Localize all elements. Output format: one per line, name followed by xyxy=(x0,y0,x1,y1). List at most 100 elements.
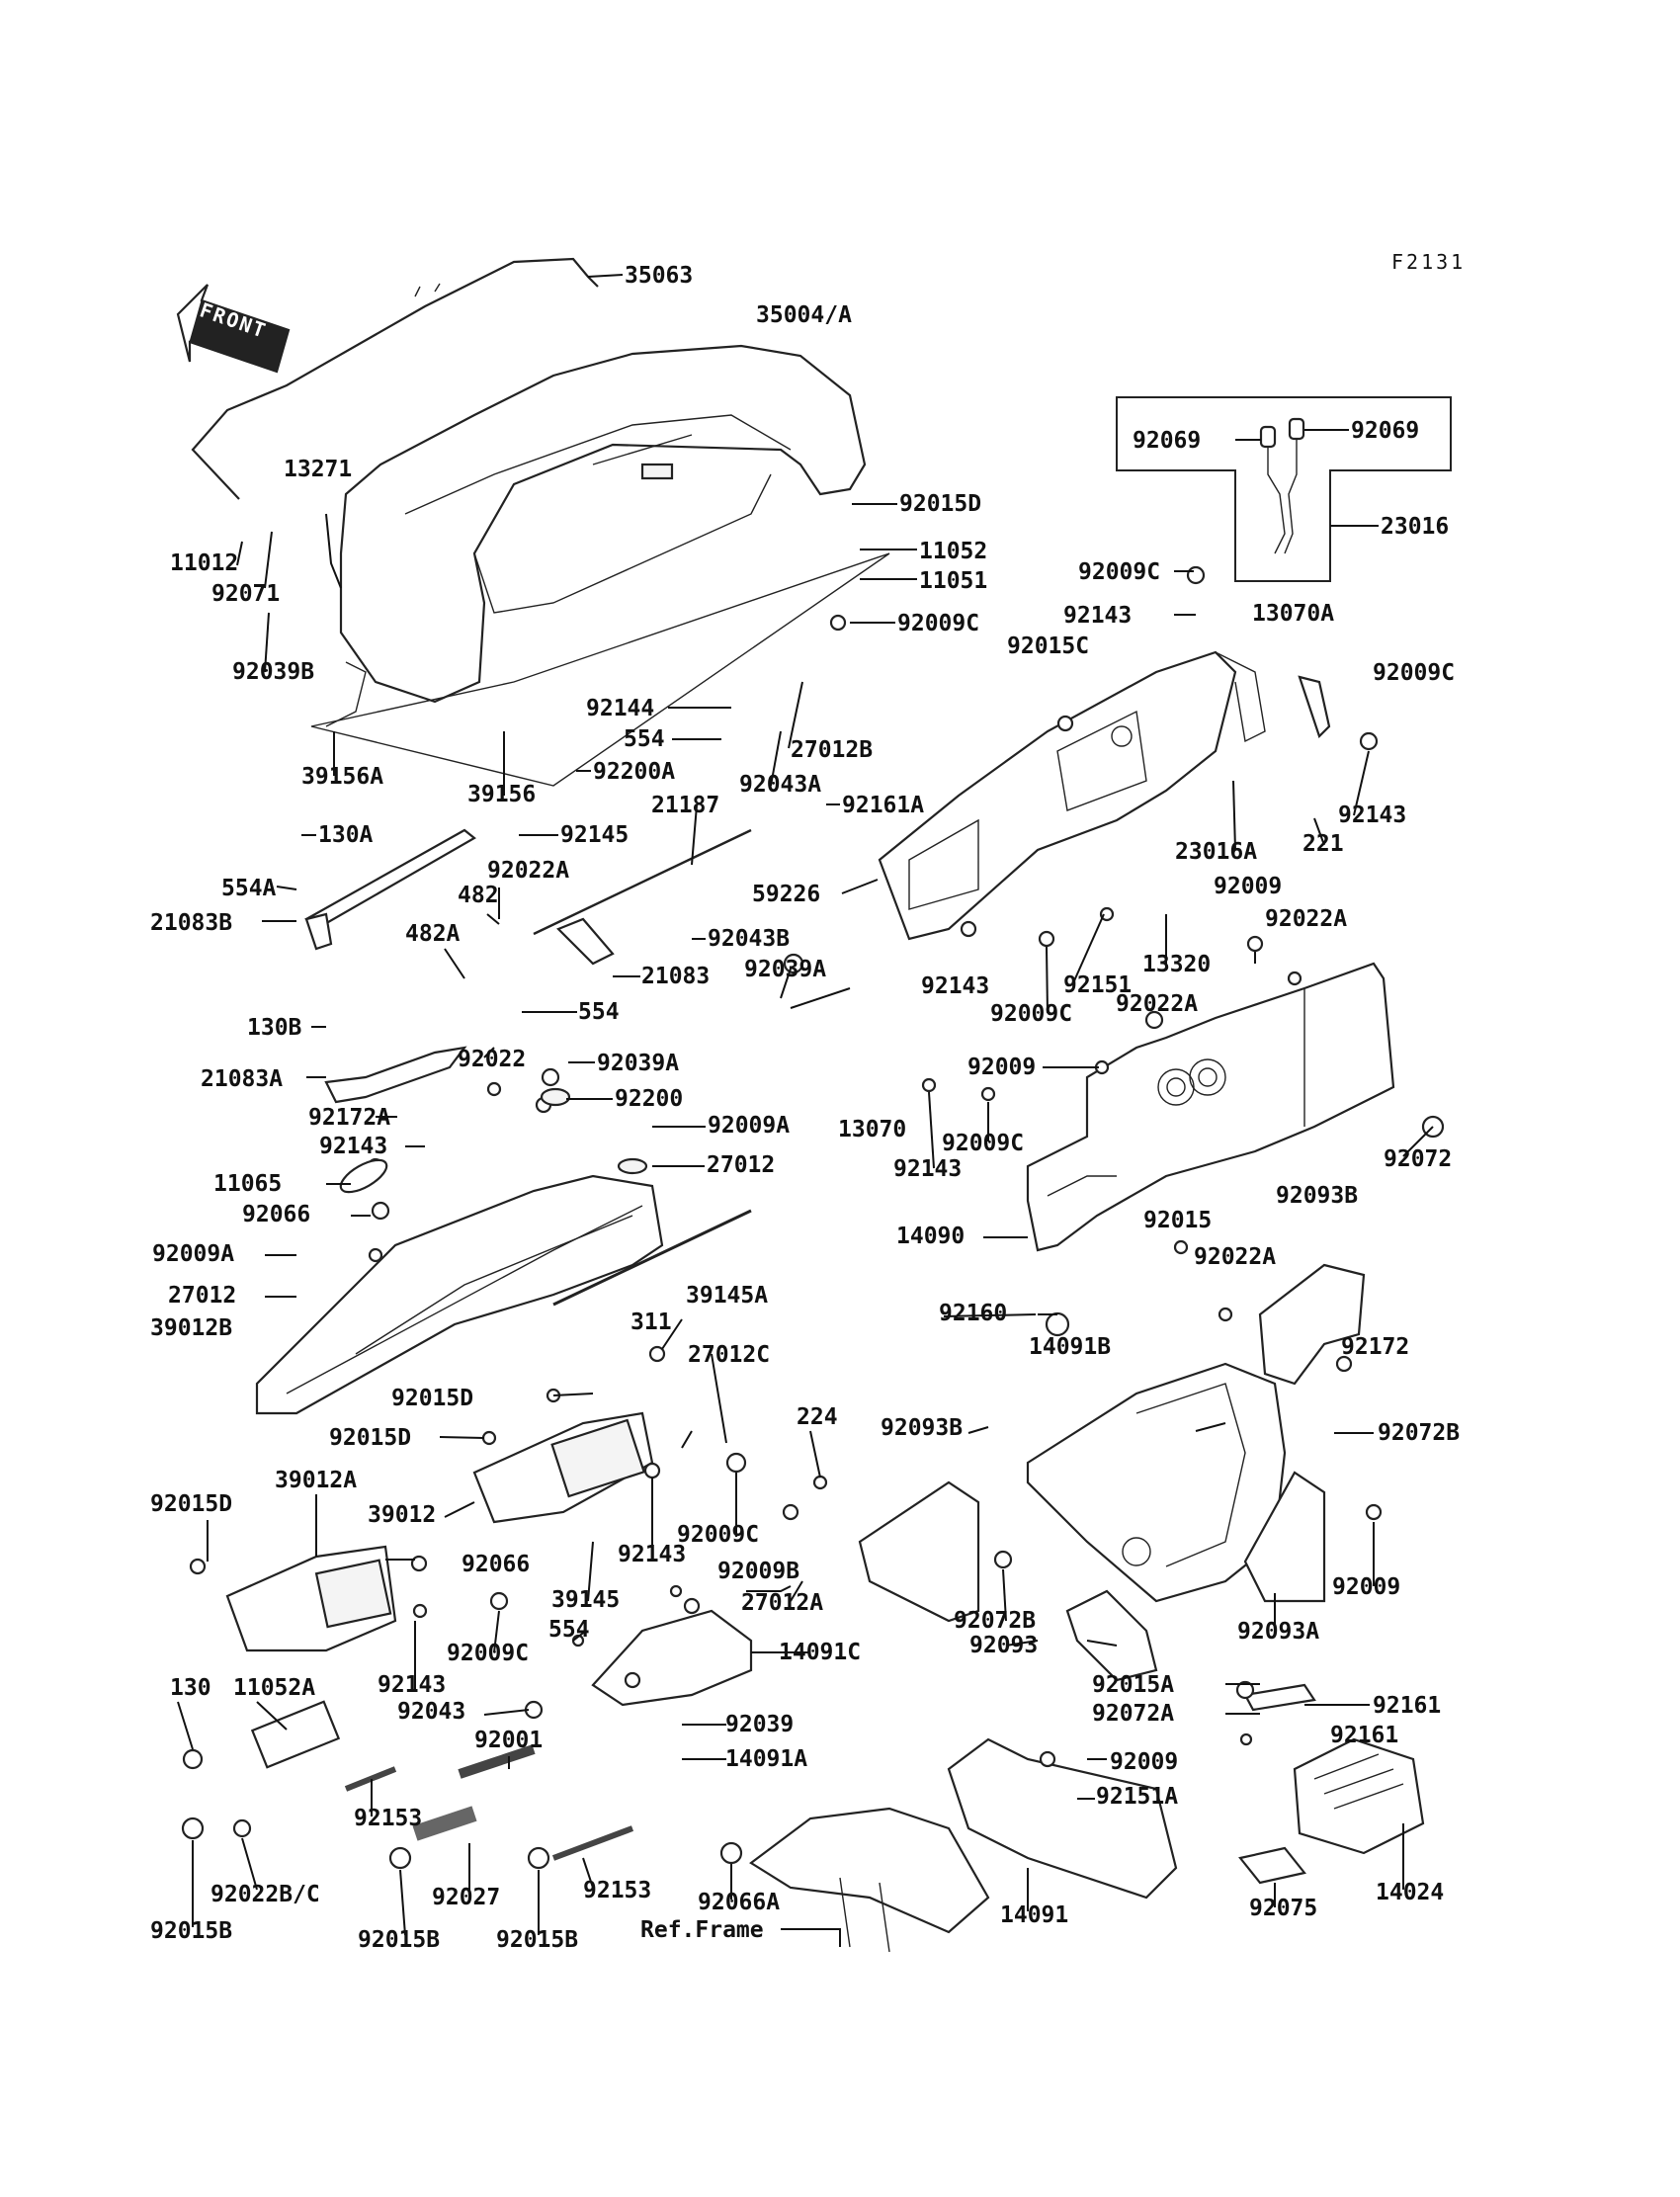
part-label-92022a-3: 92022A xyxy=(1116,991,1198,1017)
panel-92093b-right xyxy=(1258,1263,1366,1386)
part-label-92143-4: 92143 xyxy=(319,1134,387,1159)
ref-frame-shape xyxy=(749,1807,990,1953)
floor-panel xyxy=(310,552,890,787)
part-label-92039a-1: 92039A xyxy=(744,957,826,982)
pad-11065 xyxy=(339,1158,388,1194)
part-label-92161-1: 92161 xyxy=(1373,1693,1441,1719)
part-label-554-2: 554 xyxy=(578,999,620,1025)
part-label-21187: 21187 xyxy=(651,793,719,818)
part-label-92066-2: 92066 xyxy=(462,1552,530,1577)
part-label-27012-1: 27012 xyxy=(707,1152,775,1178)
rod-35063 xyxy=(191,257,599,500)
part-label-92015: 92015 xyxy=(1143,1208,1212,1233)
grommet-92200 xyxy=(540,1087,571,1107)
part-label-13070a: 13070A xyxy=(1252,601,1334,627)
part-label-39156a: 39156A xyxy=(301,764,383,790)
panel-92093b-left xyxy=(858,1480,980,1623)
part-label-311: 311 xyxy=(630,1310,672,1335)
part-label-92172a: 92172A xyxy=(308,1105,390,1131)
part-label-14091: 14091 xyxy=(1000,1902,1068,1928)
part-label-11065: 11065 xyxy=(213,1171,282,1197)
part-label-92009-3: 92009 xyxy=(1332,1574,1400,1600)
part-label-482: 482 xyxy=(458,883,499,908)
part-label-92161a: 92161A xyxy=(842,793,924,818)
part-label-11012: 11012 xyxy=(170,550,238,576)
part-label-92153-1: 92153 xyxy=(354,1806,422,1831)
part-label-39012a: 39012A xyxy=(275,1468,357,1493)
part-label-13070: 13070 xyxy=(838,1117,906,1142)
part-label-221: 221 xyxy=(1302,831,1344,857)
part-label-92015d-1: 92015D xyxy=(899,491,981,517)
part-label-39012b: 39012B xyxy=(150,1315,232,1341)
tray-39012b xyxy=(255,1174,752,1415)
part-label-92022a-1: 92022A xyxy=(487,858,569,884)
part-label-92143-7: 92143 xyxy=(378,1672,446,1698)
bracket-13070a xyxy=(1298,675,1331,739)
part-label-92001: 92001 xyxy=(474,1728,543,1753)
part-label-92009b: 92009B xyxy=(717,1559,799,1584)
part-label-92200: 92200 xyxy=(615,1086,683,1112)
part-label-130: 130 xyxy=(170,1675,211,1701)
part-label-92143-5: 92143 xyxy=(893,1156,962,1182)
shield-39012 xyxy=(472,1411,654,1524)
part-label-11052a: 11052A xyxy=(233,1675,315,1701)
part-label-92160: 92160 xyxy=(939,1301,1007,1326)
part-label-92022bc: 92022B/C xyxy=(210,1882,320,1907)
part-label-92143-1: 92143 xyxy=(1063,603,1132,629)
tray-14091c xyxy=(591,1609,753,1707)
part-label-92022a-4: 92022A xyxy=(1194,1244,1276,1270)
part-label-92069-r: 92069 xyxy=(1351,418,1419,444)
part-label-27012c: 27012C xyxy=(688,1342,770,1368)
part-label-39145: 39145 xyxy=(551,1587,620,1613)
part-label-92144: 92144 xyxy=(586,696,654,721)
part-label-92043: 92043 xyxy=(397,1699,465,1725)
part-label-11052: 11052 xyxy=(919,539,987,564)
part-label-14091c: 14091C xyxy=(779,1640,861,1665)
frame-14090 xyxy=(1026,962,1395,1252)
part-label-92153-2: 92153 xyxy=(583,1878,651,1903)
part-label-92009c-7: 92009C xyxy=(447,1641,529,1666)
part-label-13320: 13320 xyxy=(1142,952,1211,977)
plate-14091 xyxy=(947,1737,1178,1900)
part-label-92093b-2: 92093B xyxy=(881,1415,963,1441)
part-label-92072b-2: 92072B xyxy=(954,1608,1036,1634)
front-arrow: FRONT xyxy=(176,284,291,374)
part-label-27012a: 27012A xyxy=(741,1590,823,1616)
cover-35004 xyxy=(339,344,867,704)
part-label-92015d-3: 92015D xyxy=(329,1425,411,1451)
part-label-14091a: 14091A xyxy=(725,1746,807,1772)
part-label-92072a: 92072A xyxy=(1092,1701,1174,1727)
part-label-92027: 92027 xyxy=(432,1885,500,1910)
part-label-92009c-2: 92009C xyxy=(897,611,979,636)
part-label-92093: 92093 xyxy=(969,1633,1038,1658)
part-label-92009c-1: 92009C xyxy=(1078,559,1160,585)
part-label-92009-1: 92009 xyxy=(1214,874,1282,899)
part-label-92039b: 92039B xyxy=(232,659,314,685)
part-label-92143-6: 92143 xyxy=(618,1542,686,1567)
part-label-92093a: 92093A xyxy=(1237,1619,1319,1645)
part-label-39145a: 39145A xyxy=(686,1283,768,1309)
part-label-92161-2: 92161 xyxy=(1330,1723,1398,1748)
part-label-92009a-2: 92009A xyxy=(152,1241,234,1267)
part-label-92151: 92151 xyxy=(1063,972,1132,998)
part-label-11051: 11051 xyxy=(919,568,987,594)
inset-box-23016 xyxy=(1116,396,1452,582)
part-label-92039a-2: 92039A xyxy=(597,1051,679,1076)
hardware xyxy=(181,565,1445,1870)
part-label-92072: 92072 xyxy=(1384,1146,1452,1172)
part-label-92015b-2: 92015B xyxy=(358,1927,440,1953)
part-label-92072b-1: 92072B xyxy=(1378,1420,1460,1446)
shield-39012a xyxy=(225,1545,397,1652)
part-label-92039: 92039 xyxy=(725,1712,794,1737)
part-label-92200a: 92200A xyxy=(593,759,675,785)
part-label-92015d-4: 92015D xyxy=(150,1491,232,1517)
dash-panel-59226 xyxy=(878,650,1266,941)
part-label-92009-2: 92009 xyxy=(967,1055,1036,1080)
part-label-21083: 21083 xyxy=(641,964,710,989)
part-label-92093b-1: 92093B xyxy=(1276,1183,1358,1209)
panel-92093a xyxy=(1243,1471,1326,1603)
pad-92075 xyxy=(1238,1846,1306,1885)
part-label-92009a-1: 92009A xyxy=(708,1113,790,1139)
part-label-92151a: 92151A xyxy=(1096,1784,1178,1810)
